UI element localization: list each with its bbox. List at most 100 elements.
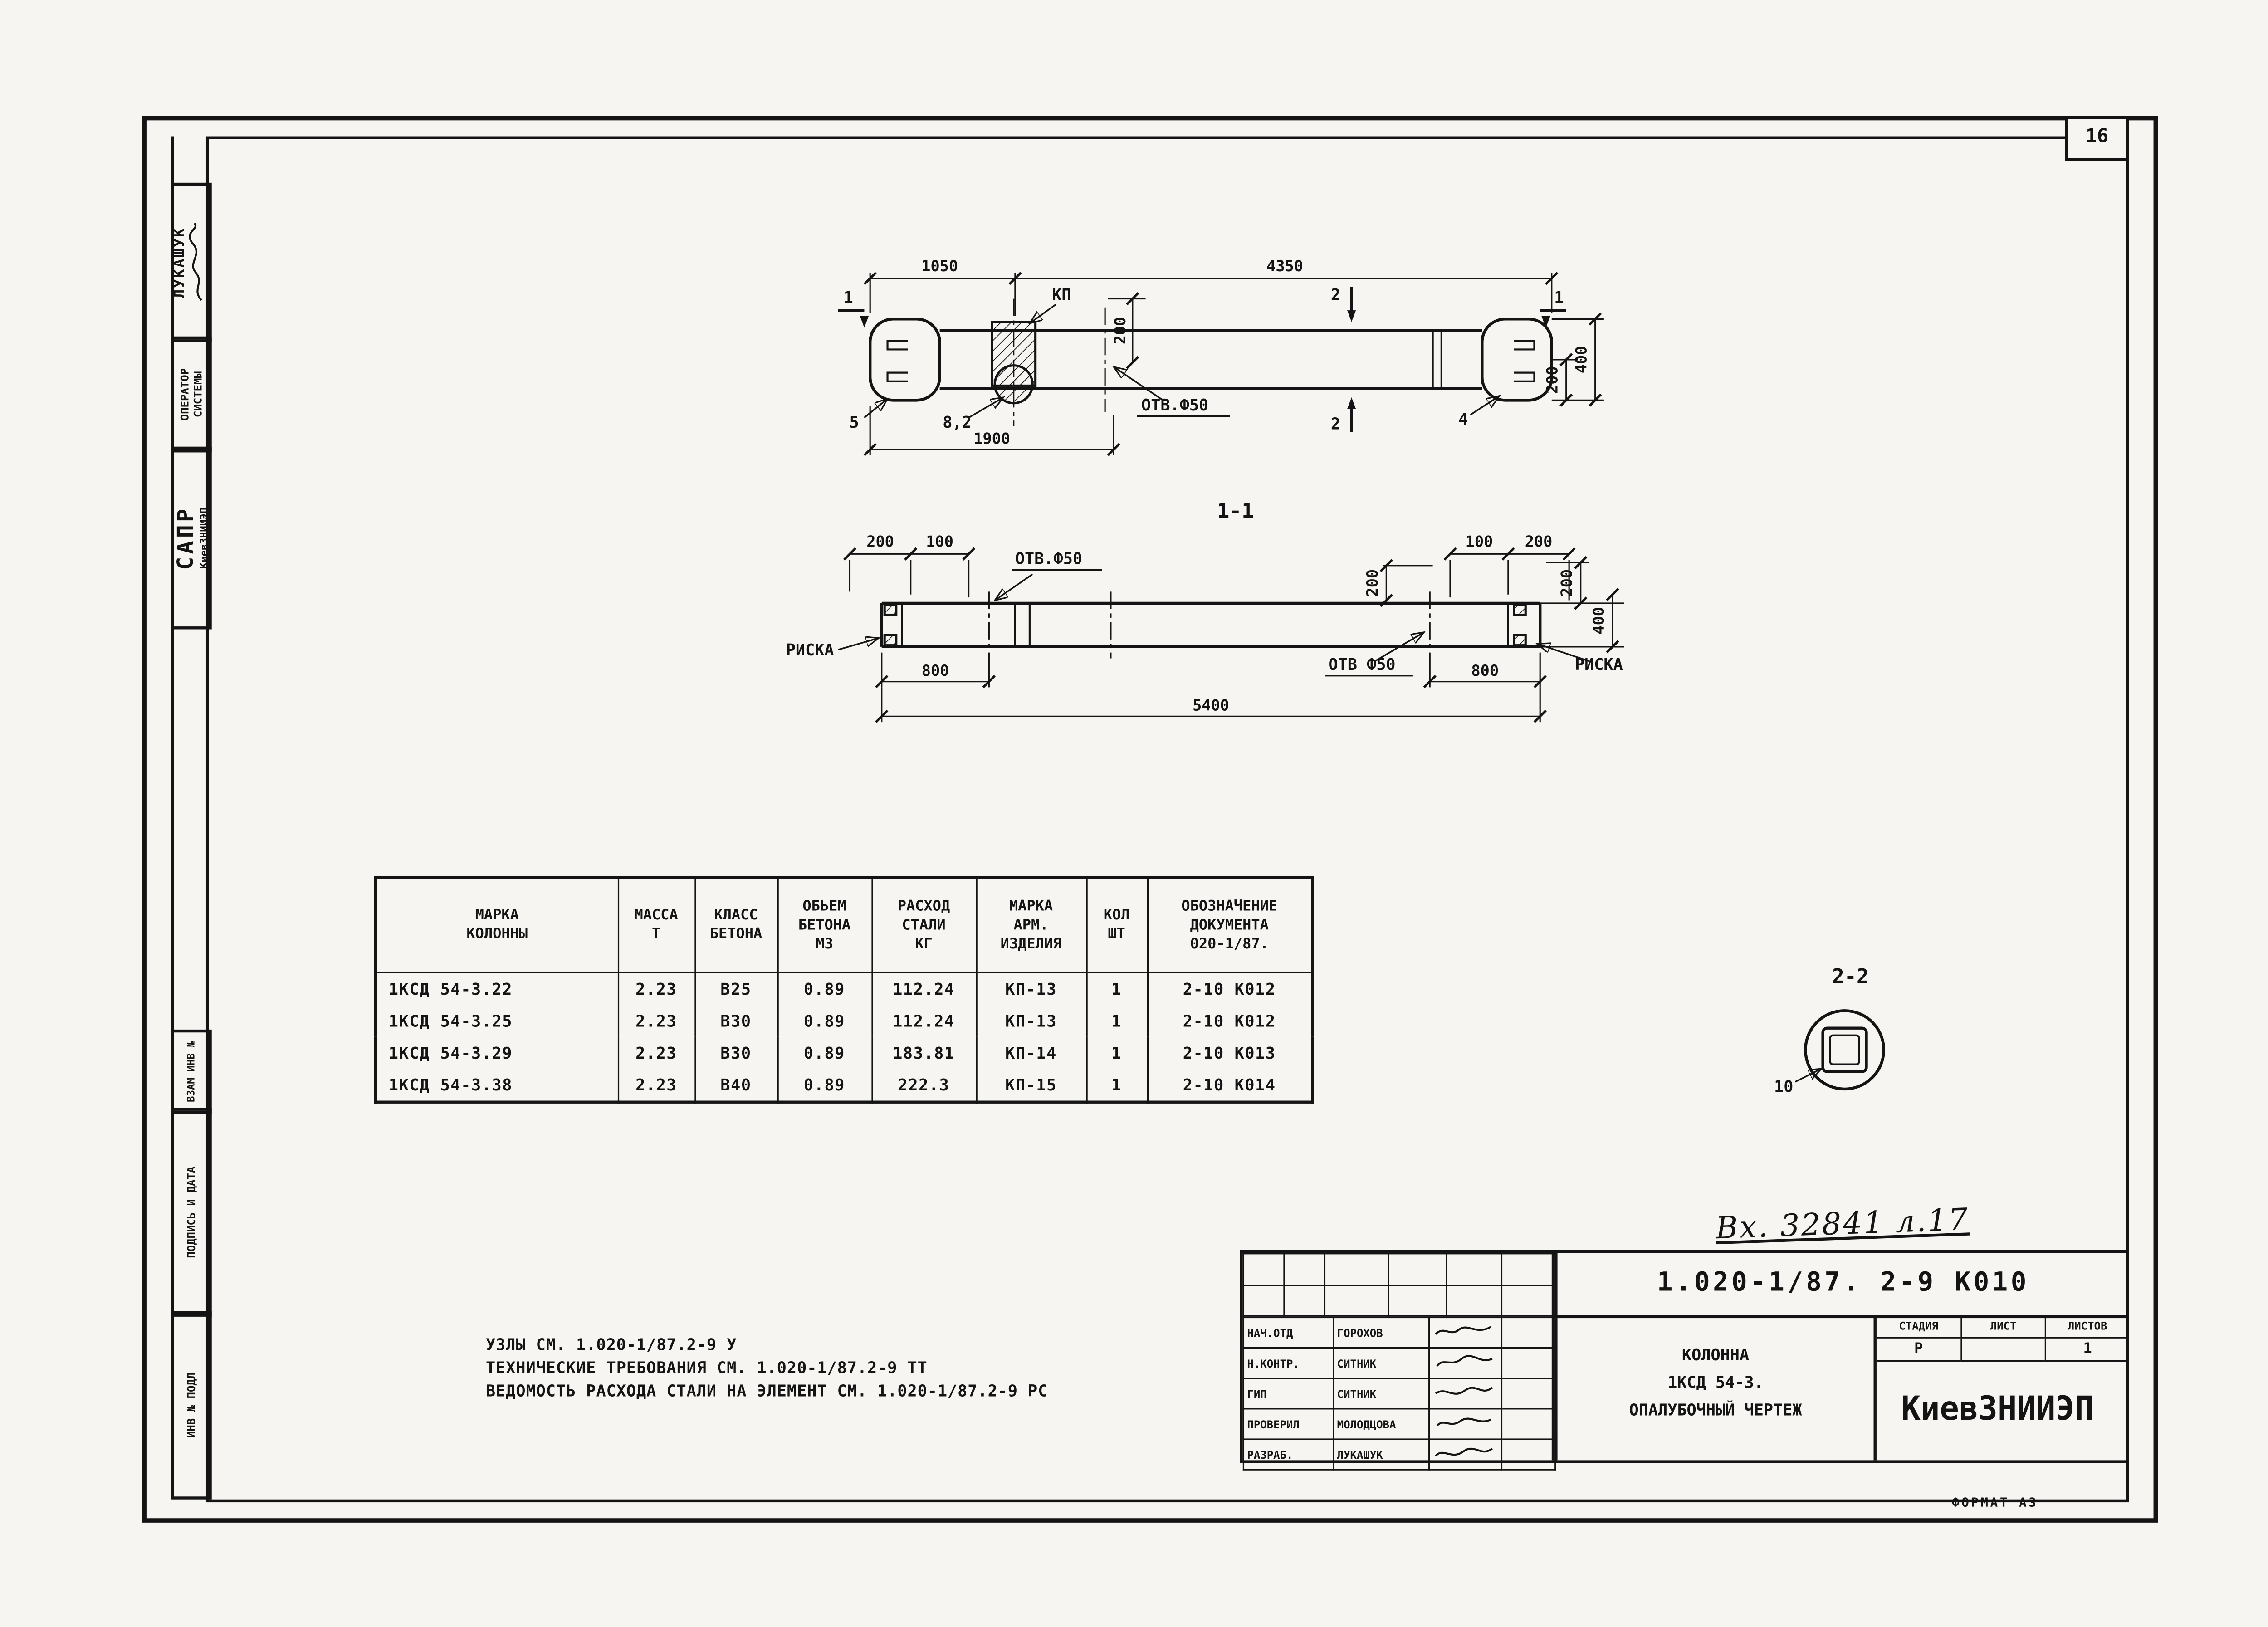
cell: КП-13 [975,1005,1087,1037]
section-marker-label: 1 [844,288,853,307]
stamp-inv-label: ИНВ № ПОДЛ [185,1372,198,1438]
stage-value [1960,1338,2045,1362]
dim-label: 4350 [1266,257,1303,275]
dim-label: 200 [1558,569,1576,597]
riska-mark [883,603,898,616]
pos-label: 8,2 [943,413,972,432]
dim-label: 200 [1111,317,1129,345]
stamp-sapr-box: САПР КиевЗНИИЭП [171,446,212,630]
dim-label: 200 [866,533,894,550]
drawing-title-line: КОЛОННА [1681,1345,1750,1365]
notes-block: УЗЛЫ СМ. 1.020-1/87.2-9 У ТЕХНИЧЕСКИЕ ТР… [486,1334,1048,1403]
drawing-title-line: ОПАЛУБОЧНЫЙ ЧЕРТЕЖ [1629,1401,1802,1420]
section-marker-label: 2 [1331,415,1340,433]
signature-role: НАЧ.ОТД [1242,1316,1334,1349]
spec-table: МАРКА КОЛОННЫ МАССА Т КЛАСС БЕТОНА ОБЬЕМ… [374,875,1314,1104]
col-header: ОБОЗНАЧЕНИЕ ДОКУМЕНТА 020-1/87. [1146,876,1313,973]
section-marker-label: 1 [1554,288,1564,307]
pos-label: 4 [1458,410,1468,429]
dim-label: 400 [1573,346,1590,374]
cell: В30 [694,1005,778,1037]
cell: 222.3 [870,1069,977,1102]
table-row: 1КСД 54-3.38 2.23 В40 0.89 222.3 КП-15 1… [375,1069,1313,1102]
cell: 1 [1085,972,1148,1005]
dim-label: 200 [1525,533,1553,550]
section-title: 2-2 [1832,964,1869,988]
signature-row: ПРОВЕРИЛ МОЛОДЦОВА [1242,1408,1556,1440]
page-number: 16 [2065,116,2129,161]
signature-name: ГОРОХОВ [1333,1316,1430,1349]
signature-scribble [1436,1417,1491,1427]
top-view-labels: КП ОТВ.Ф50 5 8,2 4 [849,286,1499,432]
col-header: РАСХОД СТАЛИ КГ [870,876,977,973]
dim-label: 200 [1544,366,1561,394]
sheet-outer-frame [142,116,2158,1523]
stamp-operator-box: ОПЕРАТОР СИСТЕМЫ [171,336,212,453]
cell: 2.23 [617,1005,695,1037]
cell: КП-14 [975,1036,1087,1069]
cell: 2-10 К013 [1146,1036,1313,1069]
pos-label: 10 [1774,1077,1793,1096]
stamp-strip-line [171,136,174,1497]
cell: 0.89 [776,1005,872,1037]
signature-name: МОЛОДЦОВА [1333,1408,1430,1440]
dim-label: 400 [1590,607,1608,635]
stage-value: Р [1876,1339,1961,1362]
otv-label: ОТВ.Ф50 [1141,396,1208,415]
document-number: 1.020-1/87. 2-9 К010 [1554,1253,2129,1319]
col-header: МАРКА АРМ. ИЗДЕЛИЯ [975,876,1087,973]
drawing-title: КОЛОННА 1КСД 54-3. ОПАЛУБОЧНЫЙ ЧЕРТЕЖ [1554,1315,1873,1461]
section-1-1-drawing: 1-1 20 [786,498,1624,723]
signature-grid: НАЧ.ОТД ГОРОХОВ Н.КОНТР. СИТНИК ГИП СИТН… [1242,1316,1556,1471]
table-row: 1КСД 54-3.22 2.23 В25 0.89 112.24 КП-13 … [375,972,1313,1005]
cell: 0.89 [776,1069,872,1102]
format-note: ФОРМАТ А3 [1952,1496,2038,1511]
col-header: КОЛ ШТ [1085,876,1148,973]
kp-label: КП [1052,286,1071,304]
riska-mark [883,634,898,647]
top-view-drawing: 1050 4350 1900 200 [838,257,1604,456]
stamp-vzam-label: ВЗАМ ИНВ № [186,1041,197,1102]
stage-header: ЛИСТОВ [2044,1315,2129,1339]
stamp-operator-line1: ОПЕРАТОР [178,368,192,421]
signature-scribble [1436,1355,1493,1367]
section-2-2-drawing: 2-2 10 [1774,964,1886,1096]
cell: 2.23 [617,1069,695,1102]
column-section-circle [1804,1009,1886,1091]
cell: 2.23 [617,972,695,1005]
dim-label: 100 [926,533,953,550]
stage-header: ЛИСТ [1960,1315,2045,1339]
stage-grid: СТАДИЯ ЛИСТ ЛИСТОВ Р 1 КиевЗНИИЭП [1873,1315,2129,1461]
cell: В25 [694,972,778,1005]
cell: 1КСД 54-3.25 [375,1005,619,1037]
stamp-sapr-label: САПР [172,506,199,570]
organization-name: КиевЗНИИЭП [1901,1390,2094,1429]
dim-label: 1900 [973,430,1010,447]
column-section-outer-square [1821,1026,1868,1073]
signature-row: ГИП СИТНИК [1242,1378,1556,1410]
left-end-cap [869,318,941,402]
cell: 1КСД 54-3.22 [375,972,619,1005]
col-header: КЛАСС БЕТОНА [694,876,778,973]
otv-label: ОТВ.Ф50 [1015,550,1082,568]
signature-row: Н.КОНТР. СИТНИК [1242,1347,1556,1379]
signature-name: СИТНИК [1333,1347,1430,1379]
cell: КП-15 [975,1069,1087,1102]
dim-label: 5400 [1193,697,1229,714]
stamp-author-label: ЛУКАШУК [172,227,189,298]
col-header: МАССА Т [617,876,695,973]
stage-header: СТАДИЯ [1876,1315,1961,1339]
pos-label: 5 [849,413,859,432]
stamp-sapr-sub: КиевЗНИИЭП [198,507,210,569]
cell: 1КСД 54-3.38 [375,1069,619,1102]
table-row: 1КСД 54-3.25 2.23 В30 0.89 112.24 КП-13 … [375,1005,1313,1037]
cell: 1 [1085,1036,1148,1069]
riska-mark [1513,634,1527,647]
dim-label: 200 [1364,569,1381,597]
riska-label: РИСКА [786,641,834,660]
cell: В40 [694,1069,778,1102]
signature-name: ЛУКАШУК [1333,1438,1430,1471]
col-header: МАРКА КОЛОННЫ [375,876,619,973]
sheet-inner-frame [205,136,2129,1503]
signature-name: СИТНИК [1333,1378,1430,1410]
